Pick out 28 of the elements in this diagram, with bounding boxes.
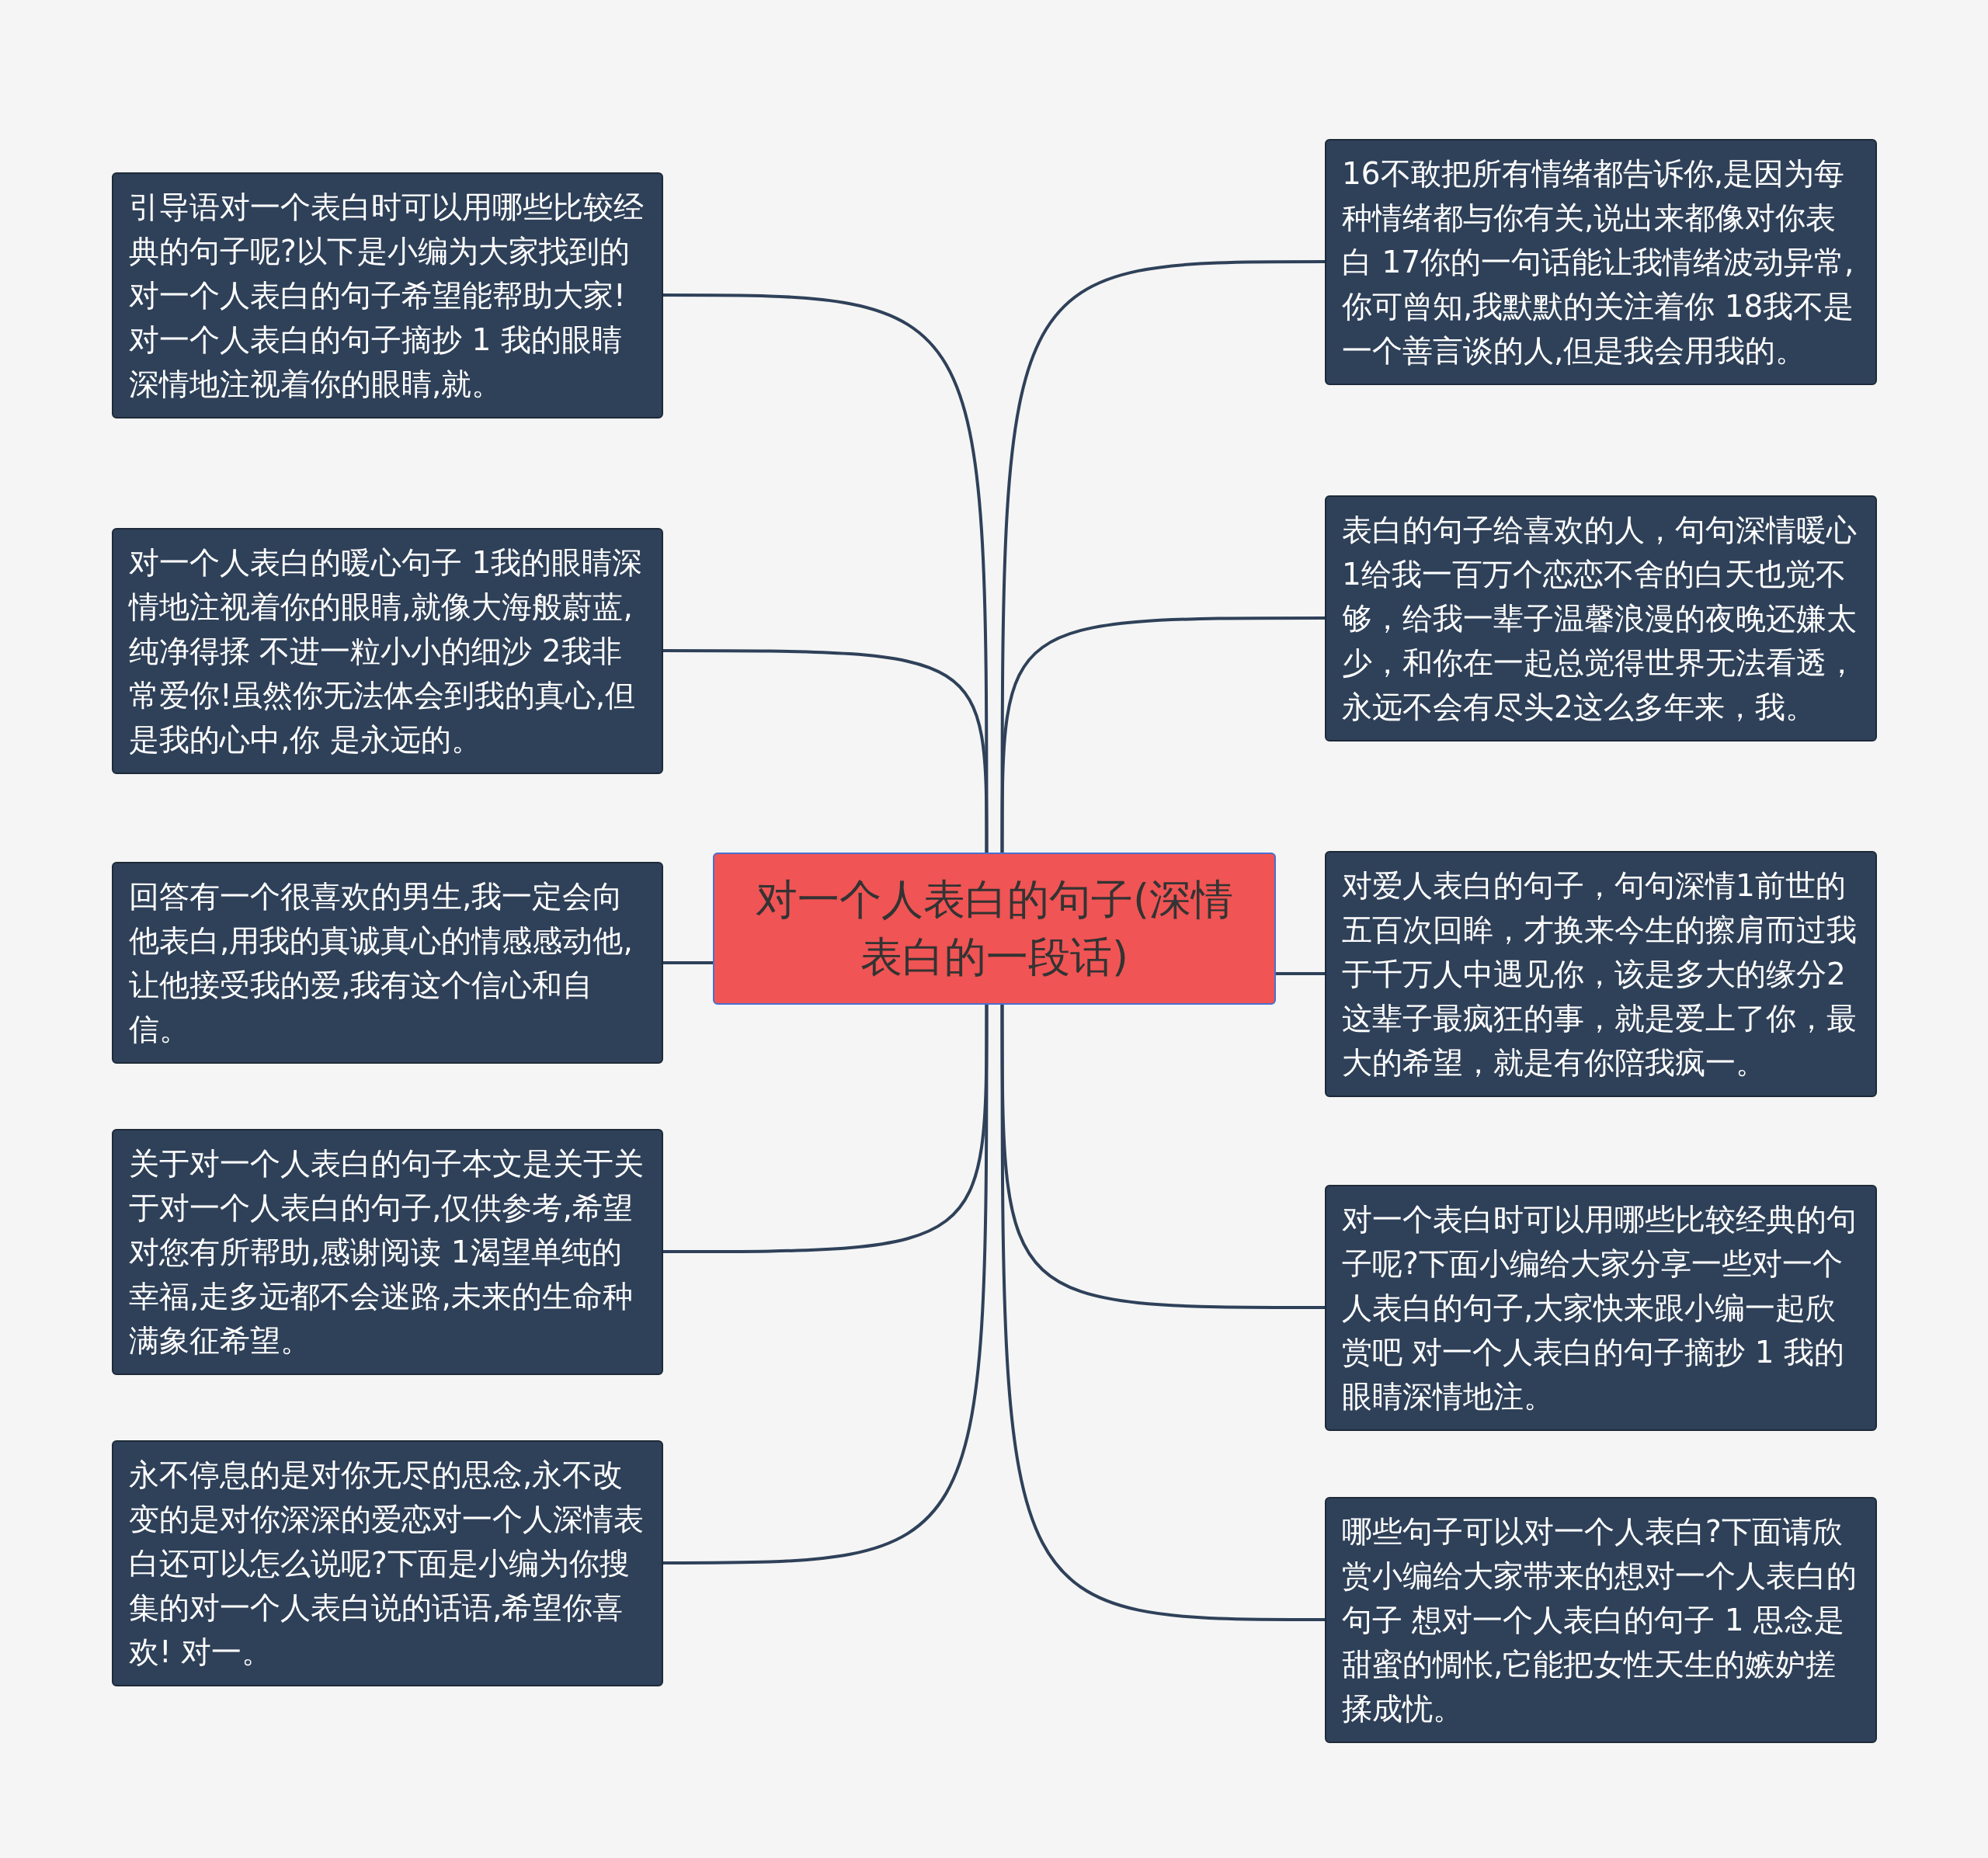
topic-box	[1325, 1184, 1877, 1431]
topic-text: 关于对一个人表白的句子本文是关于关于对一个人表白的句子,仅供参考,希望对您有所帮助,感谢阅读 1渴望单纯的幸福,走多远都不会迷路,未来的生命种满象征希望。	[129, 1144, 645, 1360]
topic-box	[1325, 850, 1877, 1097]
connector-line	[663, 961, 713, 964]
topic-text: 引导语对一个表白时可以用哪些比较经典的句子呢?以下是小编为大家找到的对一个人表白的句子希望能帮助大家! 对一个人表白的句子摘抄 1 我的眼睛深情地注视着你的眼睛,就。	[129, 188, 645, 403]
topic-text: 表白的句子给喜欢的人，句句深情暖心1给我一百万个恋恋不舍的白天也觉不够，给我一辈子温馨浪漫的夜晚还嫌太少，和你在一起总觉得世界无法看透，永远不会有尽头2这么多年来，我。	[1342, 511, 1858, 726]
connector-line	[663, 1005, 989, 1565]
topic-box	[112, 527, 663, 774]
connector-line	[1000, 616, 1325, 853]
topic-text: 对一个人表白的暖心句子 1我的眼睛深情地注视着你的眼睛,就像大海般蔚蓝,纯净得揉 不进一粒小小的细沙 2我非常爱你!虽然你无法体会到我的真心,但是我的心中,你 是永远的。	[129, 544, 644, 759]
topic-box	[112, 1440, 663, 1686]
topic-text: 回答有一个很喜欢的男生,我一定会向他表白,用我的真诚真心的情感感动他,让他接受我的爱,我有这个信心和自信。	[129, 878, 634, 1048]
topic-box	[112, 862, 663, 1064]
topic-box	[112, 172, 663, 418]
topic-text: 对一个表白时可以用哪些比较经典的句子呢?下面小编给大家分享一些对一个人表白的句子,大家快来跟小编一起欣赏吧 对一个人表白的句子摘抄 1 我的眼睛深情地注。	[1342, 1200, 1858, 1415]
topic-text: 对爱人表白的句子，句句深情1前世的五百次回眸，才换来今生的擦肩而过我于千万人中遇见你，该是多大的缘分2这辈子最疯狂的事，就是爱上了你，最大的希望，就是有你陪我疯一。	[1342, 866, 1858, 1082]
connector-line	[1276, 972, 1325, 975]
connector-line	[1000, 1005, 1325, 1621]
connector-line	[663, 649, 989, 853]
topic-box	[112, 1128, 663, 1375]
topic-text: 16不敢把所有情绪都告诉你,是因为每种情绪都与你有关,说出来都像对你表白 17你的一句话能让我情绪波动异常,你可曾知,我默默的关注着你 18我不是一个善言谈的人,但是我会用我的。	[1342, 155, 1855, 370]
topic-text: 哪些句子可以对一个人表白?下面请欣赏小编给大家带来的想对一个人表白的句子 想对一个人表白的句子 1 思念是甜蜜的惆怅,它能把女性天生的嫉妒搓揉成忧。	[1342, 1512, 1858, 1728]
topic-box	[1325, 1496, 1877, 1743]
topic-box	[1325, 138, 1877, 385]
central-topic-text: 对一个人表白的句子(深情表白的一段话)	[754, 874, 1235, 983]
topic-box	[1325, 495, 1877, 741]
topic-text: 永不停息的是对你无尽的思念,永不改变的是对你深深的爱恋对一个人深情表白还可以怎么说呢?下面是小编为你搜集的对一个人表白说的话语,希望你喜欢! 对一。	[129, 1456, 645, 1671]
central-topic-box	[713, 853, 1276, 1005]
